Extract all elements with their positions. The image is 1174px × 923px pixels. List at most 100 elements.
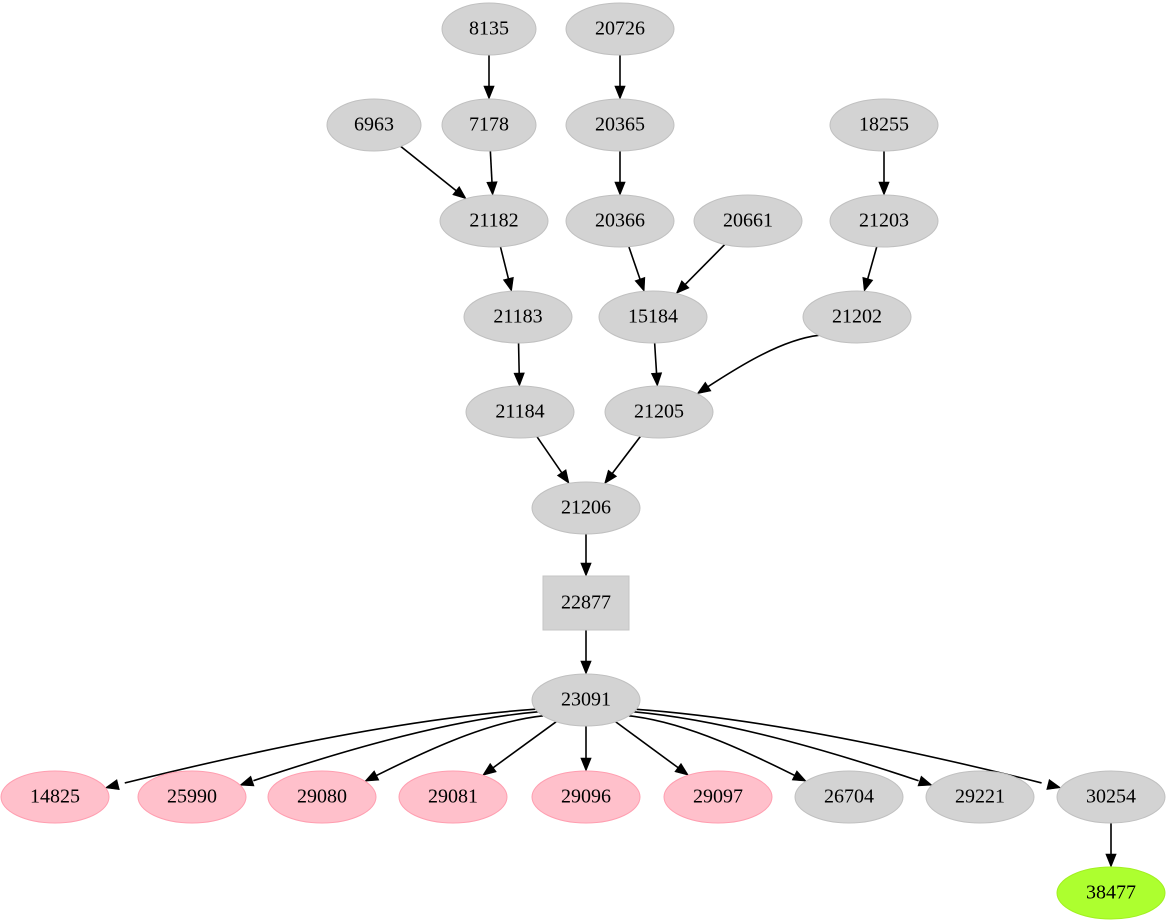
graph-node[interactable]: 21202 bbox=[802, 290, 912, 344]
graph-edge bbox=[489, 150, 493, 185]
node-ellipse-shape[interactable] bbox=[604, 385, 714, 439]
graph-node[interactable]: 21182 bbox=[439, 194, 549, 248]
arrow-head-icon bbox=[580, 757, 592, 772]
node-ellipse-shape[interactable] bbox=[441, 98, 537, 152]
arrow-head-icon bbox=[486, 181, 498, 196]
node-ellipse-shape[interactable] bbox=[794, 770, 904, 824]
node-ellipse-shape[interactable] bbox=[598, 290, 708, 344]
node-ellipse-shape[interactable] bbox=[441, 2, 537, 56]
graph-edge bbox=[517, 342, 521, 376]
arrow-head-icon bbox=[1046, 778, 1062, 790]
node-ellipse-shape[interactable] bbox=[137, 770, 247, 824]
graph-node[interactable]: 20661 bbox=[693, 194, 803, 248]
node-ellipse-shape[interactable] bbox=[531, 770, 641, 824]
graph-node[interactable]: 20726 bbox=[565, 2, 675, 56]
graph-node[interactable]: 21205 bbox=[604, 385, 714, 439]
graph-edge bbox=[683, 243, 726, 287]
graph-edge bbox=[615, 721, 681, 770]
graph-node[interactable]: 21183 bbox=[463, 290, 573, 344]
graph-node[interactable]: 29081 bbox=[398, 770, 508, 824]
graph-edge bbox=[634, 711, 919, 782]
node-box-shape[interactable] bbox=[542, 575, 630, 631]
arrow-head-icon bbox=[513, 372, 525, 387]
graph-node[interactable]: 6963 bbox=[326, 98, 422, 152]
node-ellipse-shape[interactable] bbox=[398, 770, 508, 824]
arrow-head-icon bbox=[1105, 853, 1117, 868]
graph-node[interactable]: 38477 bbox=[1056, 866, 1166, 920]
arrow-head-icon bbox=[483, 85, 495, 100]
arrow-head-icon bbox=[452, 186, 467, 200]
graph-node[interactable]: 29080 bbox=[267, 770, 377, 824]
graph-node[interactable]: 20365 bbox=[565, 98, 675, 152]
arrow-head-icon bbox=[696, 381, 712, 395]
arrow-head-icon bbox=[917, 775, 933, 787]
node-ellipse-shape[interactable] bbox=[1056, 770, 1166, 824]
graph-node[interactable]: 14825 bbox=[0, 770, 110, 824]
node-ellipse-shape[interactable] bbox=[531, 673, 641, 727]
graph-edge bbox=[490, 721, 557, 770]
node-ellipse-shape[interactable] bbox=[465, 385, 575, 439]
arrow-head-icon bbox=[482, 762, 497, 776]
arrow-head-icon bbox=[878, 181, 890, 196]
graph-edge bbox=[702, 334, 819, 391]
node-ellipse-shape[interactable] bbox=[925, 770, 1035, 824]
graph-node[interactable]: 26704 bbox=[794, 770, 904, 824]
graph-node[interactable]: 20366 bbox=[565, 194, 675, 248]
node-ellipse-shape[interactable] bbox=[267, 770, 377, 824]
node-ellipse-shape[interactable] bbox=[0, 770, 110, 824]
node-ellipse-shape[interactable] bbox=[663, 770, 773, 824]
graph-edge bbox=[610, 435, 642, 476]
graph-node[interactable]: 29097 bbox=[663, 770, 773, 824]
arrow-head-icon bbox=[650, 372, 663, 387]
node-ellipse-shape[interactable] bbox=[565, 2, 675, 56]
node-ellipse-shape[interactable] bbox=[326, 98, 422, 152]
graph-edge bbox=[124, 708, 536, 784]
arrow-head-icon bbox=[634, 276, 646, 293]
graph-edge bbox=[628, 715, 799, 778]
node-ellipse-shape[interactable] bbox=[802, 290, 912, 344]
graph-node[interactable]: 25990 bbox=[137, 770, 247, 824]
node-ellipse-shape[interactable] bbox=[829, 194, 939, 248]
arrow-head-icon bbox=[556, 469, 570, 484]
graph-edge bbox=[253, 711, 538, 782]
graph-node[interactable]: 8135 bbox=[441, 2, 537, 56]
node-ellipse-shape[interactable] bbox=[463, 290, 573, 344]
edge-layer bbox=[104, 55, 1117, 868]
arrow-head-icon bbox=[674, 762, 690, 776]
node-ellipse-shape[interactable] bbox=[1056, 866, 1166, 920]
graph-edge bbox=[499, 246, 510, 282]
graph-edge bbox=[653, 342, 658, 376]
arrow-head-icon bbox=[580, 562, 592, 577]
node-ellipse-shape[interactable] bbox=[565, 194, 675, 248]
arrow-head-icon bbox=[614, 181, 626, 196]
arrow-head-icon bbox=[862, 276, 874, 293]
node-ellipse-shape[interactable] bbox=[565, 98, 675, 152]
graph-node[interactable]: 30254 bbox=[1056, 770, 1166, 824]
graph-node[interactable]: 21203 bbox=[829, 194, 939, 248]
arrow-head-icon bbox=[675, 280, 690, 295]
graph-node[interactable]: 29221 bbox=[925, 770, 1035, 824]
graph-edge bbox=[628, 246, 642, 282]
graph-node[interactable]: 7178 bbox=[441, 98, 537, 152]
graph-node[interactable]: 21184 bbox=[465, 385, 575, 439]
graph-edge bbox=[536, 436, 564, 476]
node-ellipse-shape[interactable] bbox=[531, 481, 641, 535]
arrow-head-icon bbox=[104, 779, 120, 791]
arrow-head-icon bbox=[604, 469, 618, 485]
graph-edge bbox=[400, 145, 459, 193]
graph-edge bbox=[866, 246, 878, 282]
node-ellipse-shape[interactable] bbox=[439, 194, 549, 248]
graph-node[interactable]: 29096 bbox=[531, 770, 641, 824]
graph-node[interactable]: 22877 bbox=[542, 575, 630, 631]
arrow-head-icon bbox=[502, 276, 514, 292]
graph-node[interactable]: 18255 bbox=[829, 98, 939, 152]
node-ellipse-shape[interactable] bbox=[693, 194, 803, 248]
graph-node[interactable]: 15184 bbox=[598, 290, 708, 344]
graph-node[interactable]: 23091 bbox=[531, 673, 641, 727]
arrow-head-icon bbox=[614, 85, 626, 100]
graph-node[interactable]: 21206 bbox=[531, 481, 641, 535]
node-ellipse-shape[interactable] bbox=[829, 98, 939, 152]
